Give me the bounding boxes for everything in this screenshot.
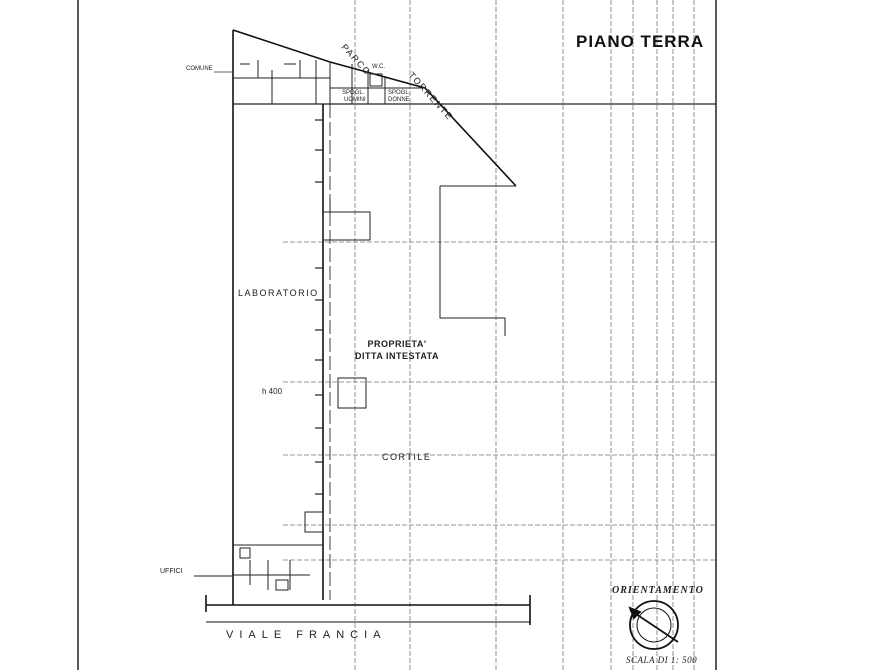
proprieta-line-1: PROPRIETA' [367, 339, 427, 349]
cortile-label: CORTILE [382, 452, 432, 462]
sheet-frame [77, 0, 717, 670]
inner-rooms [322, 185, 516, 409]
street-label: VIALE FRANCIA [226, 629, 387, 641]
uffici-label: UFFICI [160, 568, 183, 575]
grid-lines [283, 0, 716, 670]
wc-label: W.C. [372, 64, 385, 70]
proprieta-label: PROPRIETA' DITTA INTESTATA [355, 338, 439, 362]
proprieta-line-2: DITTA INTESTATA [355, 351, 439, 361]
building-outline [205, 29, 531, 625]
spogl-donne-sub-label: DONNE [388, 97, 410, 103]
plan-title: PIANO TERRA [576, 32, 705, 51]
top-rooms [233, 60, 425, 104]
compass-icon [628, 600, 679, 650]
spogl-uomini-label: SPOGL. [342, 90, 365, 96]
height-label: h 400 [262, 387, 283, 396]
uffici-block [194, 511, 324, 591]
orientation-label: ORIENTAMENTO [612, 585, 704, 596]
spogl-uomini-sub-label: UOMINI [344, 97, 366, 103]
scale-label: SCALA DI 1: 500 [626, 655, 698, 665]
wall-ticks [315, 119, 323, 495]
spogl-donne-label: SPOGL. [388, 90, 411, 96]
comune-label: COMUNE [186, 66, 213, 72]
laboratorio-label: LABORATORIO [238, 288, 319, 298]
